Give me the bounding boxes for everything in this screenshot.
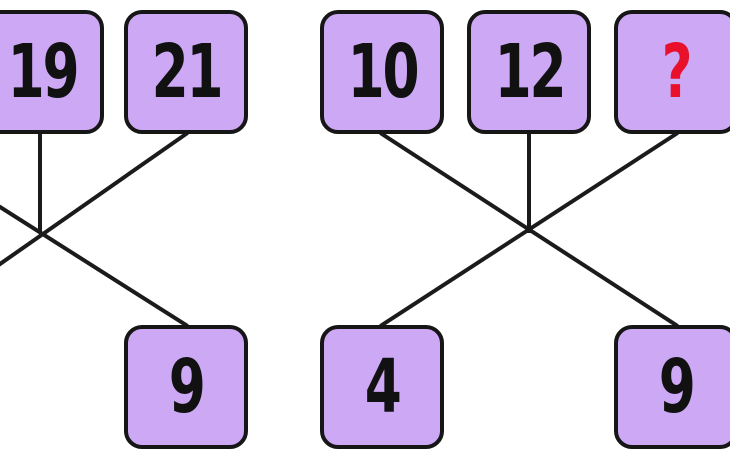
connector-line [379, 131, 679, 328]
tile-value: 9 [168, 344, 206, 430]
number-tile-bottom: 9 [614, 325, 730, 449]
number-tile-bottom: 4 [320, 325, 444, 449]
connector-line [0, 204, 189, 328]
tile-value: 19 [7, 29, 79, 115]
unknown-tile: ? [614, 10, 730, 134]
number-tile-bottom: 9 [124, 325, 248, 449]
question-mark: ? [661, 29, 693, 115]
number-tile-top: 19 [0, 10, 104, 134]
tile-value: 9 [658, 344, 696, 430]
number-tile-top: 21 [124, 10, 248, 134]
tile-value: 21 [151, 29, 223, 115]
tile-value: 10 [347, 29, 419, 115]
tile-value: 12 [494, 29, 566, 115]
connector-line [0, 131, 189, 267]
number-tile-top: 10 [320, 10, 444, 134]
number-tile-top: 12 [467, 10, 591, 134]
tile-value: 4 [364, 344, 402, 430]
